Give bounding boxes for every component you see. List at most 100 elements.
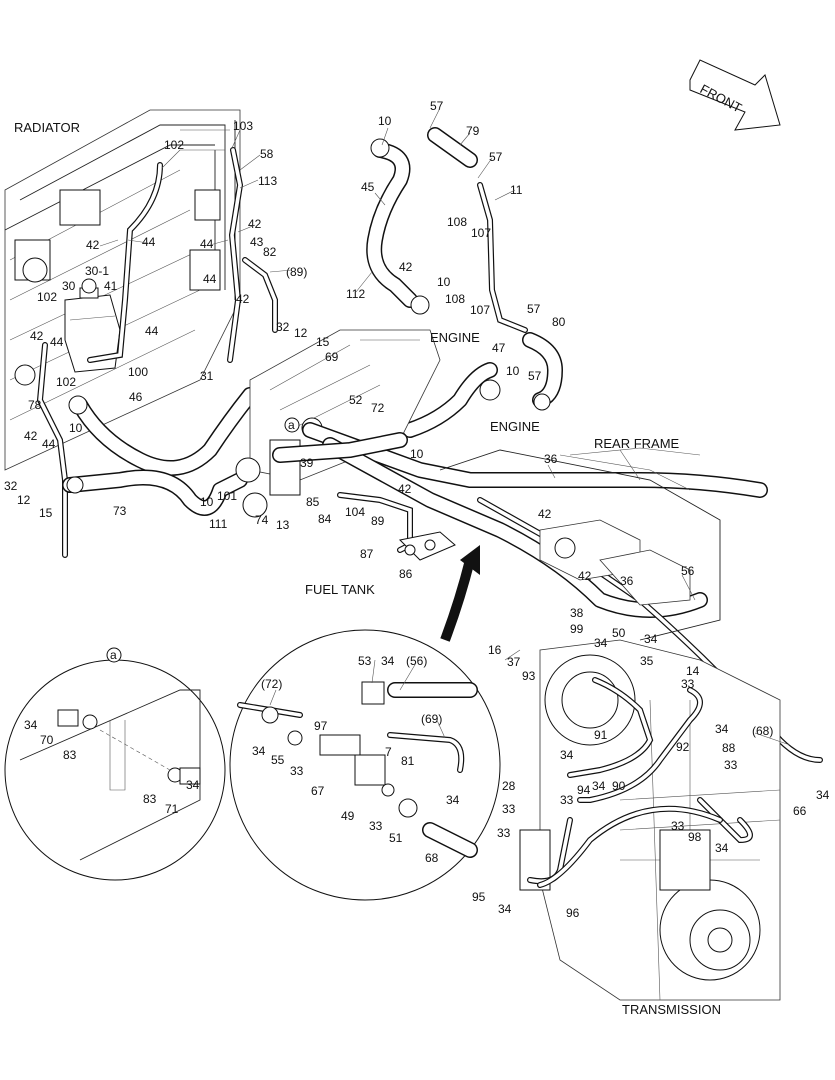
callout: 92 [676, 740, 690, 754]
callout: 87 [360, 547, 374, 561]
callout: 89 [371, 514, 385, 528]
callout: 34 [560, 748, 574, 762]
callout: 34 [24, 718, 38, 732]
detail-circle-a [4, 659, 226, 881]
transmission-assembly [519, 639, 781, 1001]
callout: 35 [640, 654, 654, 668]
callout: 33 [560, 793, 574, 807]
callout: 97 [314, 719, 328, 733]
radiator-tubes [36, 147, 278, 558]
callout: 34 [592, 779, 606, 793]
callout-labels: 103 102 58 113 42 44 42 44 43 82 (89) 44… [4, 99, 830, 920]
section-labels: RADIATOR ENGINE ENGINE REAR FRAME FUEL T… [14, 120, 721, 1017]
callout: 31 [200, 369, 214, 383]
fuel-tank-valve [398, 531, 456, 561]
callout: 44 [145, 324, 159, 338]
callout: (89) [286, 265, 307, 279]
callout: 43 [250, 235, 264, 249]
callout: 83 [143, 792, 157, 806]
callout: 102 [56, 375, 76, 389]
callout: 30-1 [85, 264, 109, 278]
callout: 30 [62, 279, 76, 293]
leader-lines [99, 107, 791, 746]
callout: 53 [358, 654, 372, 668]
label-fuel-tank: FUEL TANK [305, 582, 375, 597]
callout: 10 [410, 447, 424, 461]
callout: 28 [502, 779, 516, 793]
callout: (69) [421, 712, 442, 726]
callout: 71 [165, 802, 179, 816]
callout: 96 [566, 906, 580, 920]
callout: (56) [406, 654, 427, 668]
callout: 108 [445, 292, 465, 306]
callout: 32 [4, 479, 18, 493]
callout: 81 [401, 754, 415, 768]
callout: 44 [50, 335, 64, 349]
callout: 34 [381, 654, 395, 668]
callout: 33 [497, 826, 511, 840]
callout: 33 [724, 758, 738, 772]
callout: 69 [325, 350, 339, 364]
callout: 57 [489, 150, 503, 164]
callout: 15 [316, 335, 330, 349]
callout: 98 [688, 830, 702, 844]
callout: 102 [37, 290, 57, 304]
callout: 34 [252, 744, 266, 758]
callout: 34 [594, 636, 608, 650]
callout: 66 [793, 804, 807, 818]
callout: 95 [472, 890, 486, 904]
label-rear-frame: REAR FRAME [594, 436, 680, 451]
transmission-tubes [527, 677, 753, 888]
radiator-hoses [62, 387, 258, 516]
callout: 45 [361, 180, 375, 194]
callout: 14 [686, 664, 700, 678]
callout: 91 [594, 728, 608, 742]
callout: 111 [209, 517, 228, 531]
callout: 10 [378, 114, 392, 128]
callout: 10 [200, 495, 214, 509]
callout: 42 [86, 238, 100, 252]
callout: 34 [715, 722, 729, 736]
callout: 44 [200, 237, 214, 251]
callout: 34 [816, 788, 830, 802]
callout: 103 [233, 119, 253, 133]
callout: 85 [306, 495, 320, 509]
callout: 34 [498, 902, 512, 916]
callout: 70 [40, 733, 54, 747]
callout: 107 [471, 226, 491, 240]
reservoir-tank [64, 278, 121, 373]
callout: 88 [722, 741, 736, 755]
callout: 42 [248, 217, 262, 231]
rear-frame [439, 447, 721, 641]
callout: 34 [446, 793, 460, 807]
label-radiator: RADIATOR [14, 120, 80, 135]
callout: 51 [389, 831, 403, 845]
callout: 10 [69, 421, 83, 435]
callout: 33 [671, 819, 685, 833]
callout: 46 [129, 390, 143, 404]
callout: 36 [620, 574, 634, 588]
callout: 90 [612, 779, 626, 793]
callout: 57 [430, 99, 444, 113]
label-engine-top: ENGINE [430, 330, 480, 345]
callout: 13 [276, 518, 290, 532]
callout: 112 [346, 287, 365, 301]
callout: 78 [28, 398, 42, 412]
callout: 11 [510, 183, 523, 197]
callout: 74 [255, 513, 269, 527]
callout: 33 [502, 802, 516, 816]
callout: 94 [577, 783, 591, 797]
callout: 56 [681, 564, 695, 578]
callout: 10 [506, 364, 520, 378]
callout: 34 [186, 778, 200, 792]
callout: 34 [644, 632, 658, 646]
callout: 10 [437, 275, 451, 289]
callout: 32 [276, 320, 290, 334]
callout: 67 [311, 784, 325, 798]
callout: 44 [142, 235, 156, 249]
callout: 73 [113, 504, 127, 518]
engine-hoses [366, 127, 563, 438]
label-transmission: TRANSMISSION [622, 1002, 721, 1017]
callout: 100 [128, 365, 148, 379]
